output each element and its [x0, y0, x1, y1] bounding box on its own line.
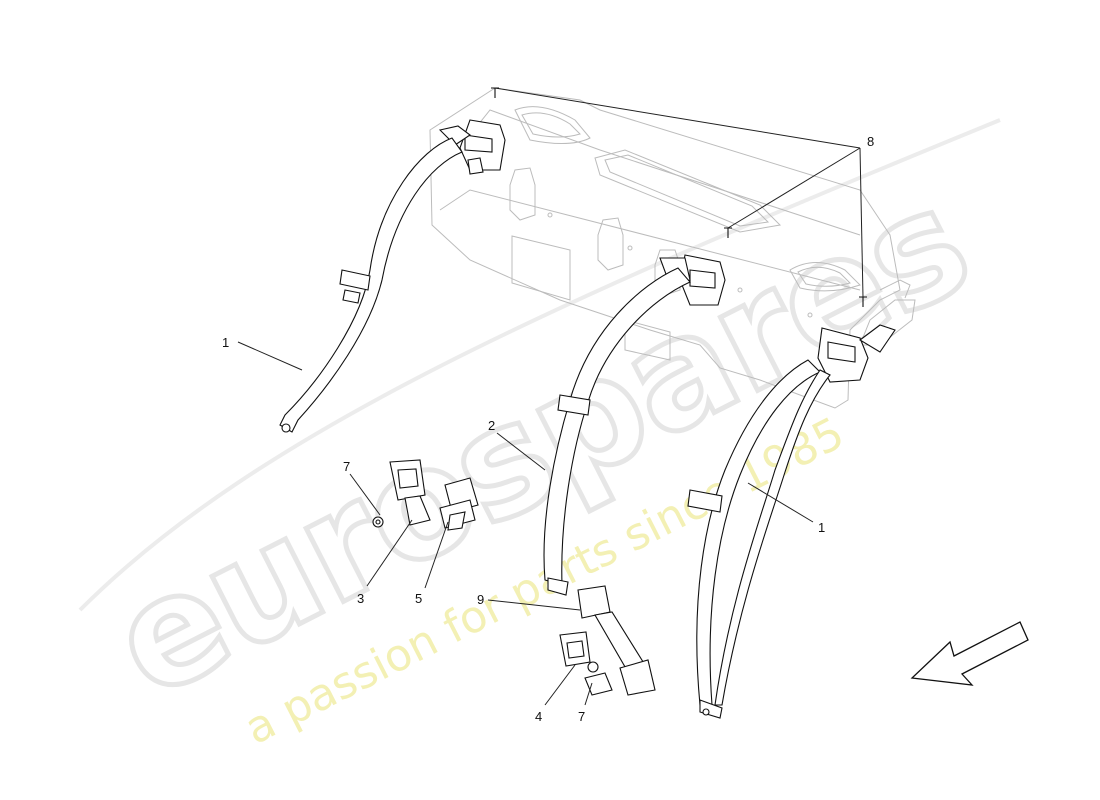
seatbelt-centre [543, 254, 726, 596]
watermark: eurospares a passion for parts since 198… [78, 118, 1001, 755]
callout-7-upper: 7 [343, 459, 350, 474]
watermark-brand: eurospares [87, 156, 993, 733]
callout-7-lower: 7 [578, 709, 585, 724]
callout-2: 2 [488, 418, 495, 433]
buckle-item-5 [439, 477, 479, 531]
nut-item-7-upper [372, 516, 384, 528]
buckle-item-3 [389, 459, 431, 526]
callout-4: 4 [535, 709, 542, 724]
callout-5: 5 [415, 591, 422, 606]
buckle-item-4 [559, 631, 591, 667]
seatbelt-right [687, 324, 896, 719]
direction-arrow-icon [910, 621, 1029, 686]
callout-9: 9 [477, 592, 484, 607]
seatbelt-left [279, 119, 506, 433]
screw-reference-lines [494, 87, 864, 298]
callout-3: 3 [357, 591, 364, 606]
callout-1-left: 1 [222, 335, 229, 350]
rear-shelf-panel [429, 87, 916, 409]
nut-item-7-lower [584, 661, 613, 696]
callouts: 1 1 2 3 4 5 7 7 8 9 [222, 134, 874, 724]
buckle-item-9 [577, 585, 656, 696]
callout-8: 8 [867, 134, 874, 149]
callout-1-right: 1 [818, 520, 825, 535]
leader-lines [237, 341, 814, 706]
screw-item-8 [491, 87, 867, 307]
